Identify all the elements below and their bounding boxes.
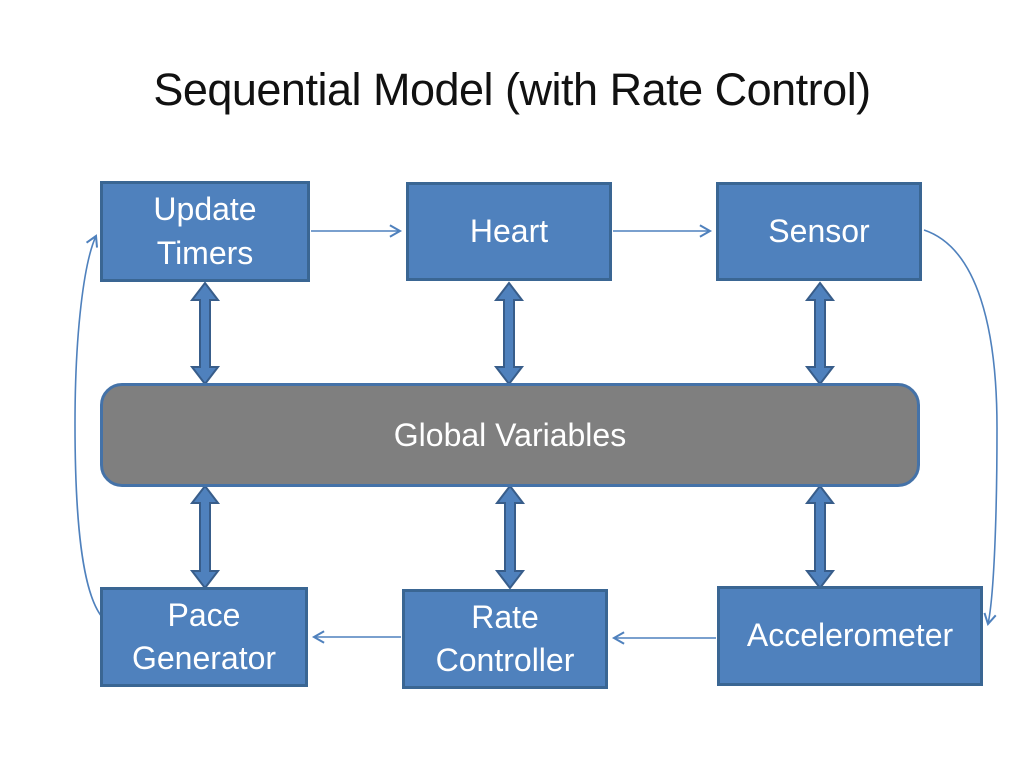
double-arrow-accelerometer-global bbox=[804, 484, 836, 590]
double-arrow-pace-generator-global bbox=[189, 484, 221, 590]
double-arrow-heart-global bbox=[493, 281, 525, 386]
node-global-variables: Global Variables bbox=[100, 383, 920, 487]
node-accelerometer: Accelerometer bbox=[717, 586, 983, 686]
node-heart-label: Heart bbox=[469, 212, 549, 249]
node-update-timers-label: Update Timers bbox=[153, 191, 257, 271]
node-sensor: Sensor bbox=[716, 182, 922, 281]
double-arrow-update-timers-global bbox=[189, 281, 221, 386]
node-accelerometer-label: Accelerometer bbox=[746, 617, 954, 654]
node-heart: Heart bbox=[406, 182, 612, 281]
node-rate-controller: Rate Controller bbox=[402, 589, 608, 689]
node-sensor-label: Sensor bbox=[768, 212, 870, 249]
double-arrow-sensor-global bbox=[804, 281, 836, 386]
node-global-variables-label: Global Variables bbox=[393, 416, 627, 453]
connector-sensor-to-accelerometer-curve bbox=[923, 229, 998, 626]
node-pace-generator: Pace Generator bbox=[100, 587, 308, 687]
connector-pace-generator-to-update-timers-curve bbox=[74, 234, 103, 618]
node-rate-controller-label: Rate Controller bbox=[435, 598, 575, 678]
node-update-timers: Update Timers bbox=[100, 181, 310, 282]
node-pace-generator-label: Pace Generator bbox=[131, 596, 277, 676]
double-arrow-rate-controller-global bbox=[494, 484, 526, 590]
slide-title: Sequential Model (with Rate Control) bbox=[153, 64, 871, 115]
